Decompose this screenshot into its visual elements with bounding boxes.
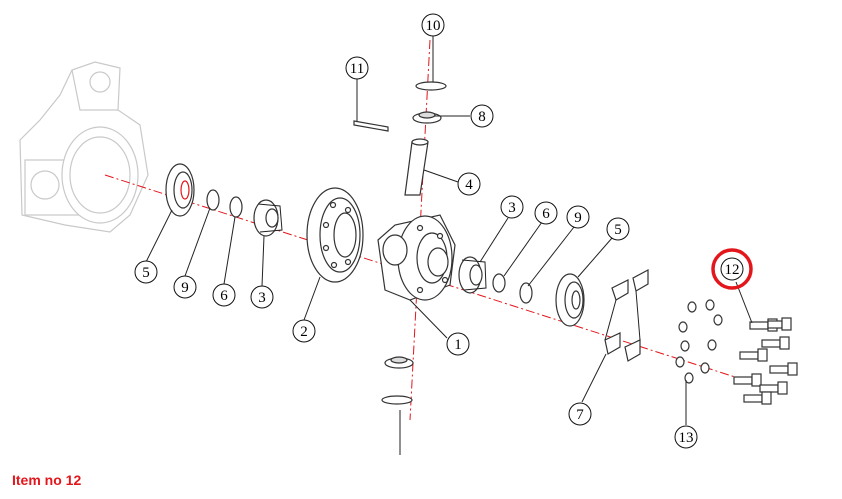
callout-5-left: 5 bbox=[134, 260, 158, 284]
callout-9-left-label: 9 bbox=[181, 280, 189, 296]
callout-13-label: 13 bbox=[679, 430, 694, 446]
planet-gear-8 bbox=[412, 111, 442, 124]
callout-13: 13 bbox=[674, 425, 698, 449]
callout-2: 2 bbox=[292, 319, 316, 343]
callout-8: 8 bbox=[470, 104, 494, 128]
callout-9-right-label: 9 bbox=[574, 210, 582, 226]
item-caption: Item no 12 bbox=[12, 472, 82, 488]
shim-6-right bbox=[492, 273, 506, 293]
callout-3-right: 3 bbox=[500, 195, 524, 219]
callout-9-right: 9 bbox=[566, 205, 590, 229]
shim-9-left bbox=[206, 189, 220, 211]
shim-6-left bbox=[229, 196, 243, 218]
callout-7-label: 7 bbox=[576, 407, 584, 423]
leader-lines bbox=[145, 36, 753, 455]
callout-10: 10 bbox=[421, 13, 445, 37]
shim-9-right bbox=[519, 282, 533, 304]
callout-12: 12 bbox=[711, 248, 753, 290]
differential-housing bbox=[377, 214, 456, 301]
callout-1-label: 1 bbox=[454, 337, 462, 353]
callout-12-label: 12 bbox=[725, 262, 740, 278]
shaft-4 bbox=[404, 138, 429, 196]
callout-1: 1 bbox=[446, 332, 470, 356]
bolts bbox=[733, 317, 798, 405]
planet-gear-lower bbox=[384, 356, 414, 369]
callout-6-right-label: 6 bbox=[542, 206, 550, 222]
callout-8-label: 8 bbox=[478, 109, 486, 125]
callout-11: 11 bbox=[345, 56, 369, 80]
callout-2-label: 2 bbox=[300, 324, 308, 340]
side-gear-left bbox=[253, 199, 283, 237]
bearing-left bbox=[165, 163, 195, 217]
callout-6-left-label: 6 bbox=[220, 288, 228, 304]
washer-10 bbox=[415, 81, 447, 91]
callout-5-right: 5 bbox=[606, 217, 630, 241]
callout-11-label: 11 bbox=[350, 61, 364, 77]
callout-5-right-label: 5 bbox=[614, 222, 622, 238]
callout-7: 7 bbox=[568, 402, 592, 426]
callout-4-label: 4 bbox=[465, 177, 473, 193]
crown-wheel bbox=[306, 187, 364, 283]
washer-lower bbox=[381, 395, 413, 405]
callout-4: 4 bbox=[457, 172, 481, 196]
bearing-right bbox=[555, 273, 585, 327]
side-gear-right bbox=[458, 256, 487, 294]
spring-washers bbox=[675, 299, 723, 384]
highlight-ring bbox=[711, 248, 753, 290]
callout-3-right-label: 3 bbox=[508, 200, 516, 216]
lock-plates bbox=[604, 269, 649, 362]
callout-9-left: 9 bbox=[173, 275, 197, 299]
callout-3-left-label: 3 bbox=[258, 290, 266, 306]
callout-6-right: 6 bbox=[534, 201, 558, 225]
callout-6-left: 6 bbox=[212, 283, 236, 307]
gearbox-housing bbox=[19, 61, 149, 233]
callout-10-label: 10 bbox=[426, 18, 441, 34]
pin-11 bbox=[353, 120, 389, 132]
callout-3-left: 3 bbox=[250, 285, 274, 309]
callout-5-left-label: 5 bbox=[142, 265, 150, 281]
